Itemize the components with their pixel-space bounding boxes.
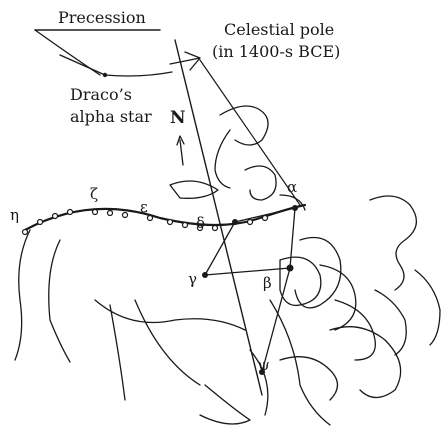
star-chain-3: [68, 210, 73, 215]
label-psi: ψ: [258, 358, 270, 373]
star-chain-11: [263, 216, 268, 221]
label-gamma: γ: [188, 272, 197, 287]
north-arrow-shaft: [180, 140, 183, 165]
star-delta: [232, 219, 238, 225]
label-precession: Precession: [58, 10, 146, 26]
label-beta: β: [263, 276, 272, 291]
right-creature-1: [370, 196, 416, 290]
star-chain-2: [53, 214, 58, 219]
star-chain-1: [38, 220, 43, 225]
label-epsilon: ε: [140, 200, 148, 215]
label-draco-line1: Draco’s: [70, 87, 132, 103]
draco-alpha-star: [103, 73, 107, 77]
star-chain-7: [183, 223, 188, 228]
star-eta: [23, 230, 28, 235]
label-celestial-pole-line1: Celestial pole: [224, 22, 334, 38]
label-zeta: ζ: [90, 187, 98, 202]
star-eps: [148, 216, 153, 221]
star-beta: [287, 265, 294, 272]
label-celestial-pole-line2: (in 1400-s BCE): [212, 44, 340, 60]
right-creature-5: [280, 357, 338, 400]
star-alpha: [292, 205, 298, 211]
label-eta: η: [10, 208, 19, 223]
precession-arrowhead: [170, 52, 200, 70]
star-chain-4: [108, 211, 113, 216]
dragon-coil: [245, 166, 276, 200]
label-draco-line2: alpha star: [70, 109, 152, 125]
star-zeta: [93, 210, 98, 215]
star-chain-5: [123, 213, 128, 218]
label-alpha: α: [287, 180, 297, 195]
star-chain-9: [213, 226, 218, 231]
precession-track: [60, 55, 172, 76]
right-creature-3: [415, 270, 440, 345]
pole-axis-line: [175, 40, 262, 395]
right-creature-4: [330, 327, 401, 398]
star-chain-6: [168, 220, 173, 225]
pole-axis-line-2: [200, 60, 300, 205]
star-gamma: [202, 272, 208, 278]
label-delta: δ: [196, 216, 205, 231]
lion-mane: [295, 238, 375, 361]
star-chain-10: [248, 220, 253, 225]
label-north: N: [170, 110, 186, 127]
